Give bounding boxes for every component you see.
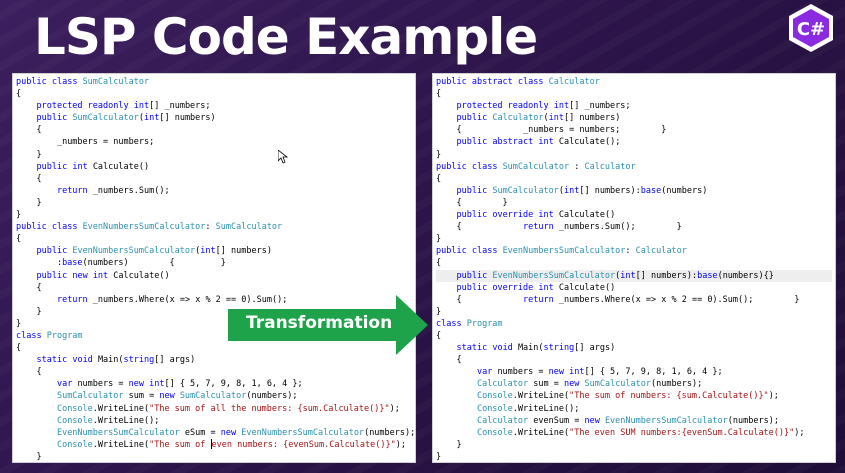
text-caret xyxy=(210,439,212,450)
code-line: SumCalculator sum = new SumCalculator(nu… xyxy=(56,391,298,402)
code-line: { xyxy=(16,343,22,354)
logo-glyph: C# xyxy=(797,19,825,40)
code-line: { xyxy=(16,367,42,378)
code-line: { xyxy=(16,89,22,100)
slide-title: LSP Code Example xyxy=(34,8,538,66)
code-line: } xyxy=(436,306,442,317)
code-line: public EvenNumbersSumCalculator(int[] nu… xyxy=(436,269,832,282)
code-line: EvenNumbersSumCalculator eSum = new Even… xyxy=(56,427,416,438)
code-line: class Program xyxy=(436,318,503,329)
code-line: protected readonly int[] _numbers; xyxy=(456,101,631,112)
code-line: { xyxy=(436,355,462,366)
code-line: var numbers = new int[] { 5, 7, 9, 8, 1,… xyxy=(56,379,303,390)
code-line: } xyxy=(16,451,42,462)
code-line: public abstract int Calculate(); xyxy=(456,137,621,148)
code-line: { xyxy=(16,282,42,293)
code-line: { _numbers = numbers; } xyxy=(436,125,667,136)
code-line: protected readonly int[] _numbers; xyxy=(36,101,211,112)
code-line: } xyxy=(436,439,462,450)
code-line: public abstract class Calculator xyxy=(436,77,600,87)
code-line: public new int Calculate() xyxy=(36,270,170,281)
code-line: { xyxy=(436,173,442,184)
code-line: { return _numbers.Where(x => x % 2 == 0)… xyxy=(436,294,800,305)
code-line: Console.WriteLine(); xyxy=(476,403,580,414)
code-line: { xyxy=(436,330,442,341)
code-line: Console.WriteLine(); xyxy=(56,415,160,426)
code-line: } xyxy=(16,306,42,317)
code-line: Console.WriteLine("The sum of even numbe… xyxy=(56,439,406,450)
code-line: Console.WriteLine("The even SUM numbers:… xyxy=(476,427,805,438)
code-line: } xyxy=(436,451,442,462)
code-line: } xyxy=(436,149,442,160)
code-line: Console.WriteLine("The sum of numbers: {… xyxy=(476,391,779,402)
code-block-after: public abstract class Calculator { protec… xyxy=(433,74,835,462)
code-line: Console.WriteLine("The sum of all the nu… xyxy=(56,403,400,414)
code-line: public int Calculate() xyxy=(36,161,150,172)
code-line: return _numbers.Sum(); xyxy=(56,185,170,196)
code-line: public SumCalculator(int[] numbers) xyxy=(36,113,216,124)
code-line: Calculator sum = new SumCalculator(numbe… xyxy=(476,379,703,390)
code-panel-after: public abstract class Calculator { protec… xyxy=(432,73,836,463)
code-line: { xyxy=(436,258,442,269)
csharp-logo-icon: C# xyxy=(789,4,833,52)
code-line: public override int Calculate() xyxy=(456,210,616,221)
transformation-arrow-icon xyxy=(228,295,428,355)
code-line: public class SumCalculator xyxy=(16,77,150,87)
code-block-before: public class SumCalculator { protected re… xyxy=(13,74,416,462)
code-line: var numbers = new int[] { 5, 7, 9, 8, 1,… xyxy=(476,367,723,378)
code-line: { xyxy=(16,125,42,136)
code-line: public Calculator(int[] numbers) xyxy=(456,113,621,124)
code-line: return _numbers.Where(x => x % 2 == 0).S… xyxy=(56,294,288,305)
code-line: public class EvenNumbersSumCalculator: S… xyxy=(16,222,283,233)
code-line: { return _numbers.Sum(); } xyxy=(436,222,682,233)
mouse-pointer-icon xyxy=(278,150,288,164)
code-line: { xyxy=(16,234,22,245)
code-line: public class EvenNumbersSumCalculator: C… xyxy=(436,246,687,257)
code-line: } xyxy=(16,149,42,160)
code-line: class Program xyxy=(16,330,83,341)
code-line: :base(numbers) { } xyxy=(16,258,226,269)
code-line: } xyxy=(436,234,442,245)
code-line: static void Main(string[] args) xyxy=(36,355,196,366)
code-line: { xyxy=(436,89,442,100)
code-line: public override int Calculate() xyxy=(456,282,616,293)
code-line: public SumCalculator(int[] numbers):base… xyxy=(456,185,708,196)
code-line: _numbers = numbers; xyxy=(56,137,155,148)
code-line: static void Main(string[] args) xyxy=(456,343,616,354)
code-line: { } xyxy=(436,197,508,208)
code-line: { xyxy=(16,173,42,184)
code-line: public class SumCalculator : Calculator xyxy=(436,161,636,172)
code-line: } xyxy=(16,318,22,329)
code-line: Calculator evenSum = new EvenNumbersSumC… xyxy=(476,415,779,426)
transformation-label: Transformation xyxy=(246,313,393,333)
code-line: } xyxy=(16,197,42,208)
code-line: public EvenNumbersSumCalculator(int[] nu… xyxy=(36,246,272,257)
code-line: } xyxy=(16,210,22,221)
code-panel-before: public class SumCalculator { protected re… xyxy=(12,73,416,463)
